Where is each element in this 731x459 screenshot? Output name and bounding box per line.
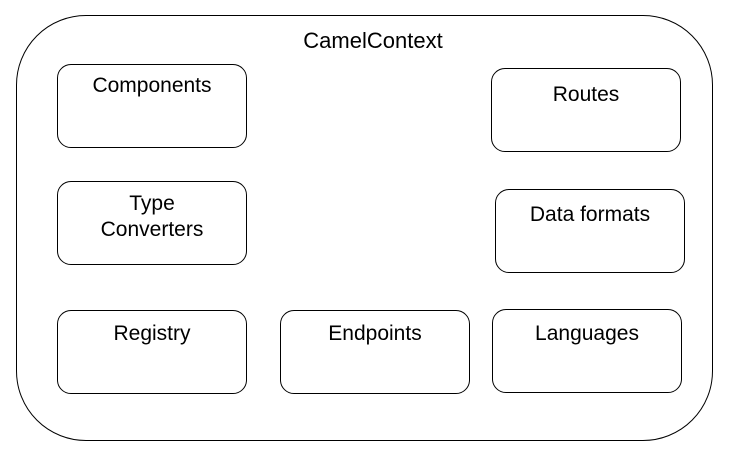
components-label: Components [92,74,212,97]
data-formats-label: Data formats [529,203,651,226]
registry-label: Registry [113,322,191,345]
components-box: Components [57,64,247,148]
data-formats-box: Data formats [495,189,685,273]
diagram-title: CamelContext [303,28,443,53]
type-converters-label-line2: Converters [100,218,204,241]
endpoints-label: Endpoints [328,322,422,345]
type-converters-label-line1: Type [129,192,175,215]
routes-label: Routes [552,83,620,106]
type-converters-box: Type Converters [57,181,247,265]
registry-box: Registry [57,310,247,394]
routes-box: Routes [491,68,681,152]
languages-label: Languages [535,322,639,345]
endpoints-box: Endpoints [280,310,470,394]
languages-box: Languages [492,309,682,393]
